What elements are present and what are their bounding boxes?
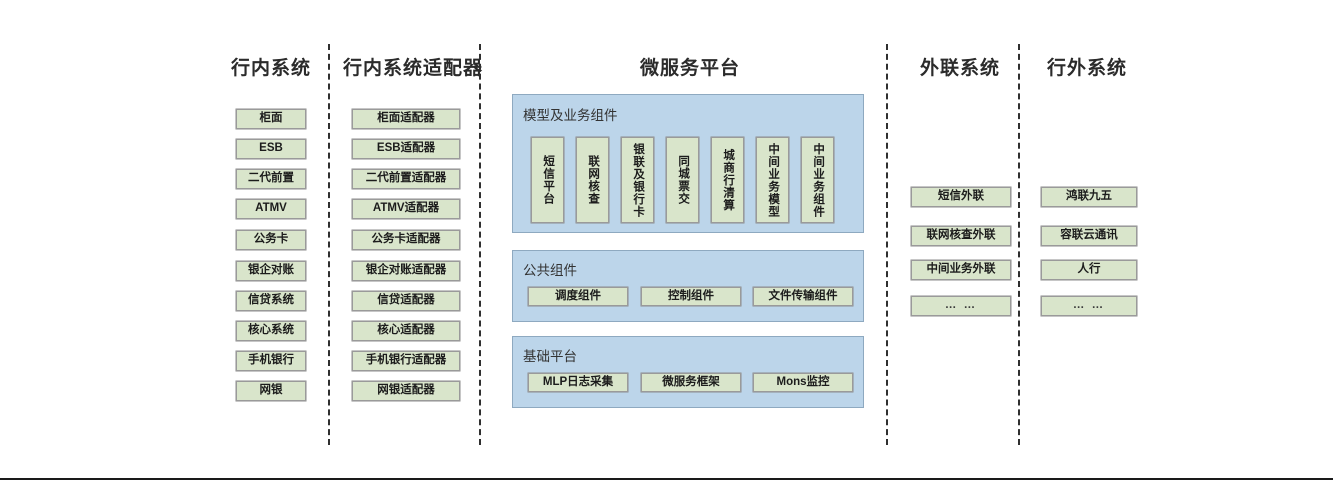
node-inbank-5[interactable]: 银企对账 bbox=[236, 261, 306, 281]
column-title-adapter: 行内系统适配器 bbox=[342, 58, 483, 79]
node-adapter-7[interactable]: 核心适配器 bbox=[352, 321, 460, 341]
node-adapter-5[interactable]: 银企对账适配器 bbox=[352, 261, 460, 281]
node-external-link-0[interactable]: 短信外联 bbox=[911, 187, 1011, 207]
node-model-4[interactable]: 城商行清算 bbox=[711, 137, 744, 223]
node-adapter-2[interactable]: 二代前置适配器 bbox=[352, 169, 460, 189]
panel-title-base-platform: 基础平台 bbox=[523, 349, 577, 364]
node-base-2[interactable]: Mons监控 bbox=[753, 373, 853, 392]
node-adapter-9[interactable]: 网银适配器 bbox=[352, 381, 460, 401]
panel-common-components bbox=[512, 250, 864, 322]
node-inbank-1[interactable]: ESB bbox=[236, 139, 306, 159]
node-base-1[interactable]: 微服务框架 bbox=[641, 373, 741, 392]
node-adapter-0[interactable]: 柜面适配器 bbox=[352, 109, 460, 129]
panel-title-common-components: 公共组件 bbox=[523, 263, 577, 278]
node-common-1[interactable]: 控制组件 bbox=[641, 287, 741, 306]
panel-title-model-components: 模型及业务组件 bbox=[523, 108, 618, 123]
node-model-2[interactable]: 银联及银行卡 bbox=[621, 137, 654, 223]
node-adapter-6[interactable]: 信贷适配器 bbox=[352, 291, 460, 311]
node-adapter-1[interactable]: ESB适配器 bbox=[352, 139, 460, 159]
node-inbank-4[interactable]: 公务卡 bbox=[236, 230, 306, 250]
node-adapter-8[interactable]: 手机银行适配器 bbox=[352, 351, 460, 371]
node-common-2[interactable]: 文件传输组件 bbox=[753, 287, 853, 306]
node-inbank-6[interactable]: 信贷系统 bbox=[236, 291, 306, 311]
node-inbank-0[interactable]: 柜面 bbox=[236, 109, 306, 129]
node-outbank-2[interactable]: 人行 bbox=[1041, 260, 1137, 280]
column-title-platform: 微服务平台 bbox=[639, 58, 740, 79]
node-inbank-3[interactable]: ATMV bbox=[236, 199, 306, 219]
node-external-link-1[interactable]: 联网核查外联 bbox=[911, 226, 1011, 246]
node-adapter-4[interactable]: 公务卡适配器 bbox=[352, 230, 460, 250]
node-outbank-1[interactable]: 容联云通讯 bbox=[1041, 226, 1137, 246]
node-inbank-9[interactable]: 网银 bbox=[236, 381, 306, 401]
column-title-outbank: 行外系统 bbox=[1046, 58, 1127, 79]
divider-2 bbox=[479, 44, 481, 445]
node-model-0[interactable]: 短信平台 bbox=[531, 137, 564, 223]
node-adapter-3[interactable]: ATMV适配器 bbox=[352, 199, 460, 219]
node-inbank-7[interactable]: 核心系统 bbox=[236, 321, 306, 341]
column-title-inbank: 行内系统 bbox=[230, 58, 311, 79]
node-model-1[interactable]: 联网核查 bbox=[576, 137, 609, 223]
node-external-link-2[interactable]: 中间业务外联 bbox=[911, 260, 1011, 280]
node-model-5[interactable]: 中间业务模型 bbox=[756, 137, 789, 223]
column-title-external-link: 外联系统 bbox=[919, 58, 1000, 79]
divider-4 bbox=[1018, 44, 1020, 445]
divider-3 bbox=[886, 44, 888, 445]
node-inbank-8[interactable]: 手机银行 bbox=[236, 351, 306, 371]
node-outbank-3[interactable]: … … bbox=[1041, 296, 1137, 316]
node-model-6[interactable]: 中间业务组件 bbox=[801, 137, 834, 223]
bottom-rule bbox=[0, 478, 1333, 480]
divider-1 bbox=[328, 44, 330, 445]
node-external-link-3[interactable]: … … bbox=[911, 296, 1011, 316]
node-outbank-0[interactable]: 鸿联九五 bbox=[1041, 187, 1137, 207]
node-base-0[interactable]: MLP日志采集 bbox=[528, 373, 628, 392]
panel-base-platform bbox=[512, 336, 864, 408]
node-model-3[interactable]: 同城票交 bbox=[666, 137, 699, 223]
node-inbank-2[interactable]: 二代前置 bbox=[236, 169, 306, 189]
node-common-0[interactable]: 调度组件 bbox=[528, 287, 628, 306]
